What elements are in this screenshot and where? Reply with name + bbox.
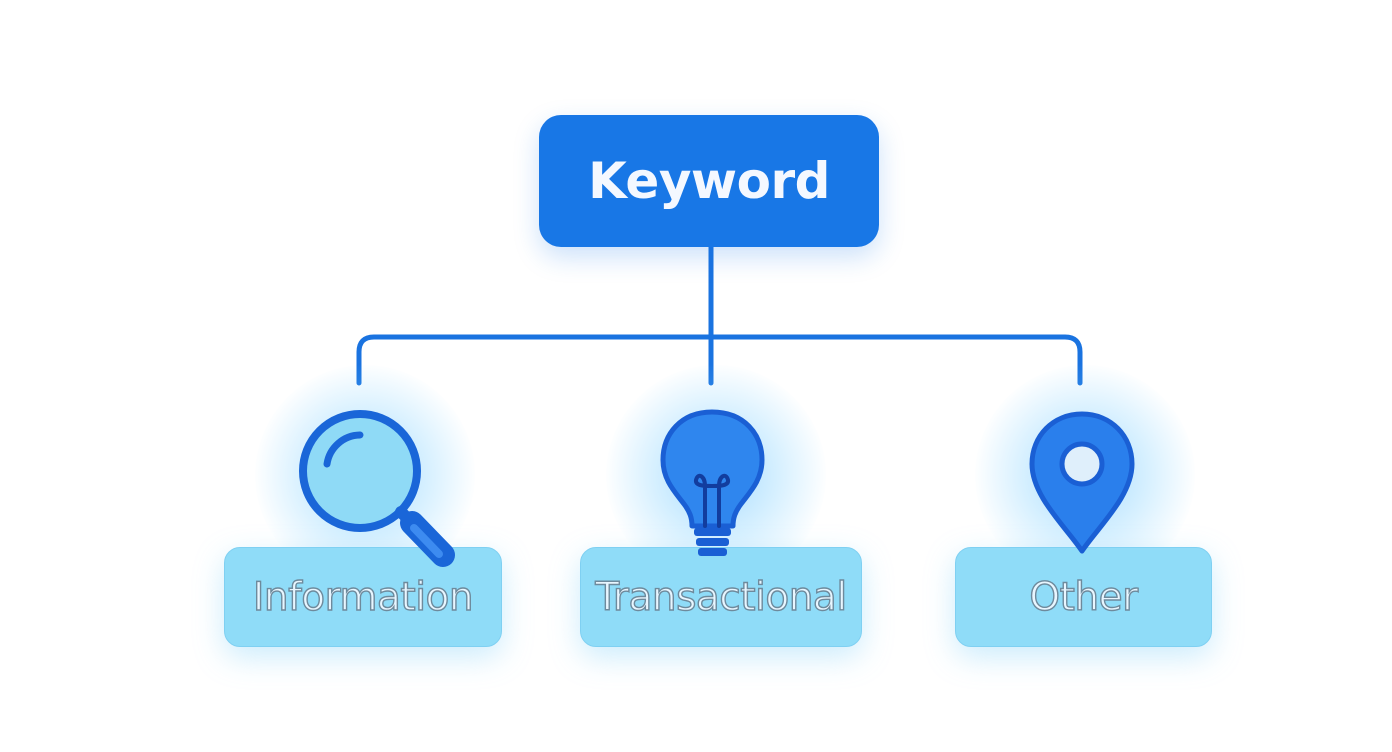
root-label: Keyword [588, 152, 830, 210]
lightbulb-icon [660, 409, 765, 556]
root-node-keyword: Keyword [539, 115, 879, 247]
child-label-transactional: Transactional [595, 574, 848, 620]
child-node-other: Other [955, 547, 1212, 647]
magnifying-glass-icon [299, 410, 455, 567]
map-pin-icon [1029, 411, 1135, 554]
child-node-transactional: Transactional [580, 547, 862, 647]
child-label-other: Other [1029, 574, 1139, 620]
child-node-information: Information [224, 547, 502, 647]
child-label-information: Information [252, 574, 474, 620]
